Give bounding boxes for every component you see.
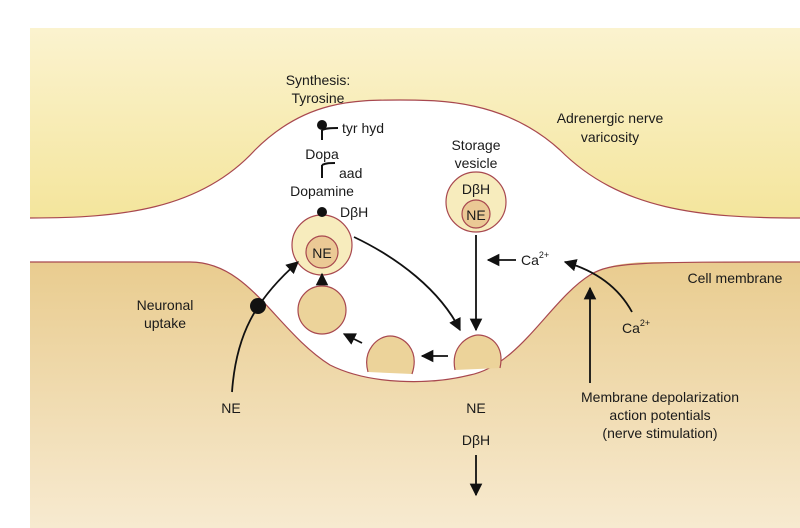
recycle-arrow-2	[342, 333, 363, 345]
dopamine-label: Dopamine	[290, 183, 354, 199]
varicosity-label-1: Adrenergic nerve	[557, 110, 664, 126]
tyr-hyd-label: tyr hyd	[342, 120, 384, 136]
ca-influx-arrow	[563, 259, 633, 313]
ne-outside-left-label: NE	[221, 400, 240, 416]
depolarization-label-2: action potentials	[609, 407, 710, 423]
storage-ne-label: NE	[466, 207, 485, 223]
neuronal-uptake-label-2: uptake	[144, 315, 186, 331]
released-ne-label: NE	[466, 400, 485, 416]
tyr-hyd-step-mark	[321, 127, 339, 140]
neuronal-uptake-label-1: Neuronal	[137, 297, 194, 313]
storage-vesicle-core	[461, 199, 491, 229]
recycled-empty-vesicle	[297, 285, 347, 335]
aad-step-mark	[321, 162, 336, 178]
depolarization-label-3: (nerve stimulation)	[602, 425, 717, 441]
varicosity-membrane-line	[29, 99, 800, 219]
varicosity-label-2: varicosity	[581, 129, 639, 145]
dbh-synthesis-label: DβH	[340, 204, 368, 220]
cell-membrane-region	[30, 262, 800, 528]
synthesis-vesicle-core	[305, 235, 339, 269]
released-dbh-label: DβH	[462, 432, 490, 448]
storage-vesicle-label-2: vesicle	[455, 155, 498, 171]
exocytosis-vesicle-fusing	[453, 334, 502, 371]
nerve-varicosity-region	[30, 28, 800, 218]
endocytosis-vesicle	[366, 335, 415, 375]
dopa-label: Dopa	[305, 146, 339, 162]
depolarization-label-1: Membrane depolarization	[581, 389, 739, 405]
aad-label: aad	[339, 165, 362, 181]
tyrosine-label: Tyrosine	[292, 90, 345, 106]
ca-outside-label: Ca2+	[622, 318, 650, 336]
ca-inside-label: Ca2+	[521, 250, 549, 268]
uptake-arrow	[231, 261, 299, 393]
vesicle-ne-label: NE	[312, 245, 331, 261]
cell-membrane-line	[30, 261, 800, 383]
storage-dbh-label: DβH	[462, 181, 490, 197]
cell-membrane-label: Cell membrane	[688, 270, 783, 286]
storage-vesicle-label-1: Storage	[451, 137, 500, 153]
vesicle-to-release-arrow	[353, 236, 461, 332]
tyrosine-dot	[317, 120, 327, 130]
synthesis-label: Synthesis:	[286, 72, 351, 88]
dopamine-dot	[317, 207, 327, 217]
